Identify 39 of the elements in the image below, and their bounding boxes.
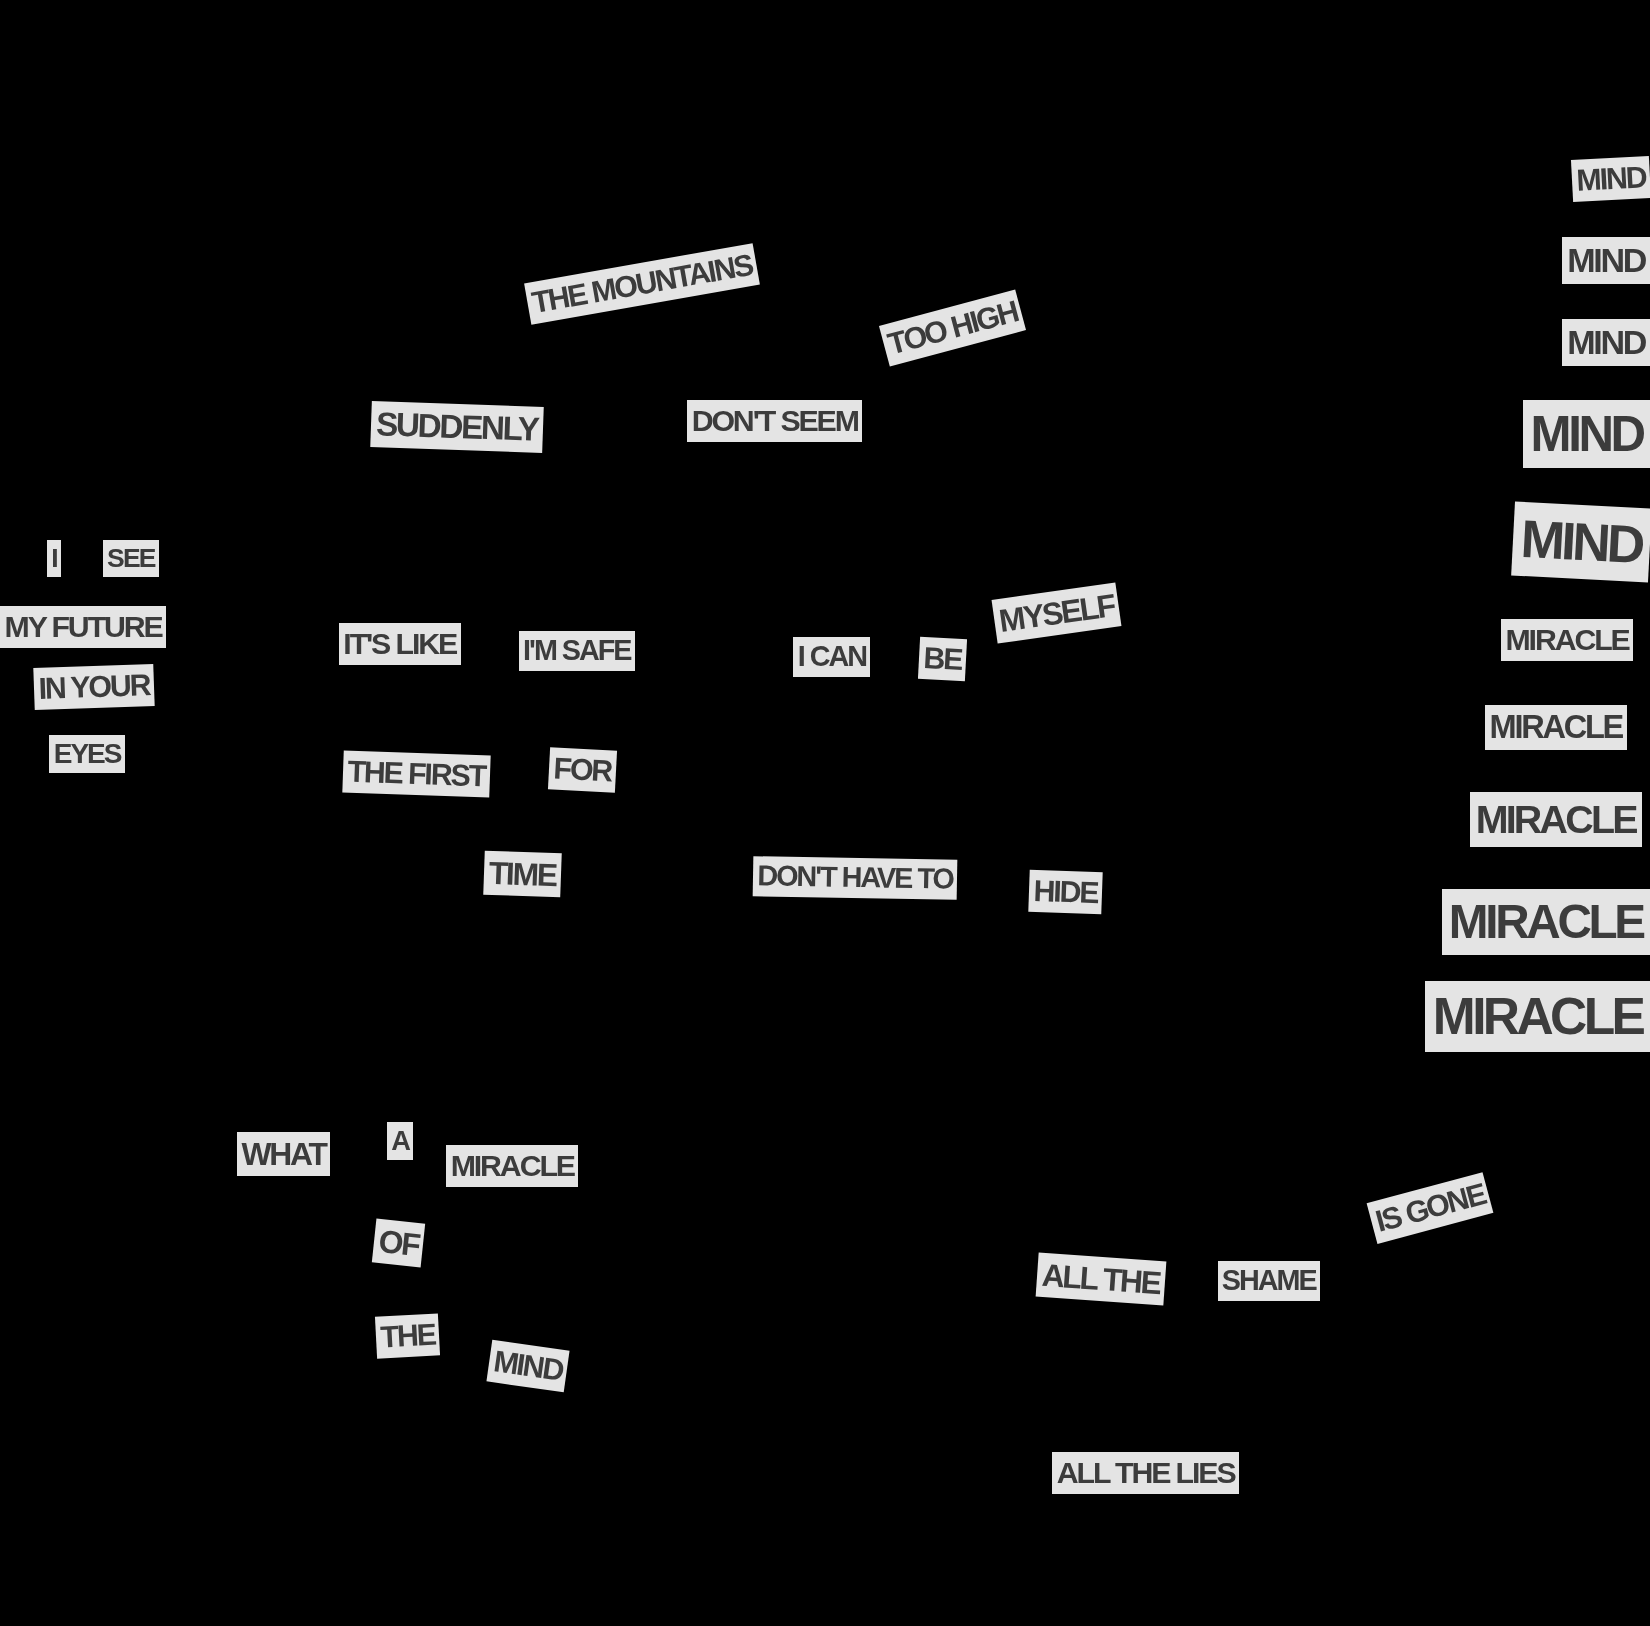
paper-strip-word: MIND [1570, 155, 1650, 202]
paper-strip-word: THE MOUNTAINS [524, 243, 760, 325]
paper-strip-word: OF [371, 1218, 425, 1268]
paper-strip-word: THE [374, 1313, 440, 1360]
paper-strip-word: DON'T SEEM [687, 399, 863, 442]
paper-strip-word: I'M SAFE [518, 631, 635, 672]
paper-strip-word: SHAME [1217, 1260, 1320, 1301]
paper-strip-word: MIND [486, 1339, 570, 1393]
paper-strip-word: MIND [1523, 399, 1650, 469]
paper-strip-word: THE FIRST [342, 750, 491, 799]
paper-strip-word: FOR [548, 747, 617, 794]
paper-strip-word: MY FUTURE [0, 606, 167, 649]
paper-strip-word: MYSELF [991, 582, 1123, 645]
paper-strip-word: MIND [1562, 318, 1650, 367]
paper-strip-word: I [47, 539, 61, 577]
paper-strip-word: EYES [49, 734, 125, 774]
paper-strip-word: ALL THE [1035, 1253, 1166, 1307]
paper-strip-word: IS GONE [1366, 1172, 1494, 1244]
paper-strip-word: MIRACLE [1425, 980, 1650, 1053]
paper-strip-word: ALL THE LIES [1052, 1452, 1239, 1495]
paper-strip-word: MIRACLE [1469, 792, 1642, 848]
paper-strip-word: IN YOUR [32, 664, 155, 711]
paper-strip-word: MIND [1511, 501, 1650, 583]
paper-strip-word: IT'S LIKE [338, 622, 461, 666]
paper-strip-word: I CAN [793, 636, 871, 677]
paper-strip-word: TOO HIGH [878, 289, 1027, 367]
paper-strip-word: WHAT [236, 1132, 331, 1177]
paper-strip-word: SUDDENLY [370, 401, 544, 454]
paper-strip-word: MIRACLE [1484, 705, 1627, 751]
paper-strip-word: MIRACLE [1500, 618, 1634, 661]
paper-strip-word: MIND [1562, 236, 1650, 285]
paper-strip-word: TIME [483, 851, 562, 898]
paper-strip-word: MIRACLE [446, 1144, 579, 1187]
paper-strip-word: DON'T HAVE TO [753, 855, 958, 900]
paper-strip-word: MIRACLE [1441, 889, 1650, 956]
paper-strip-word: A [387, 1121, 414, 1160]
paper-strip-word: SEE [103, 539, 159, 577]
paper-strip-word: BE [917, 636, 967, 681]
paper-strip-word: HIDE [1028, 870, 1103, 915]
